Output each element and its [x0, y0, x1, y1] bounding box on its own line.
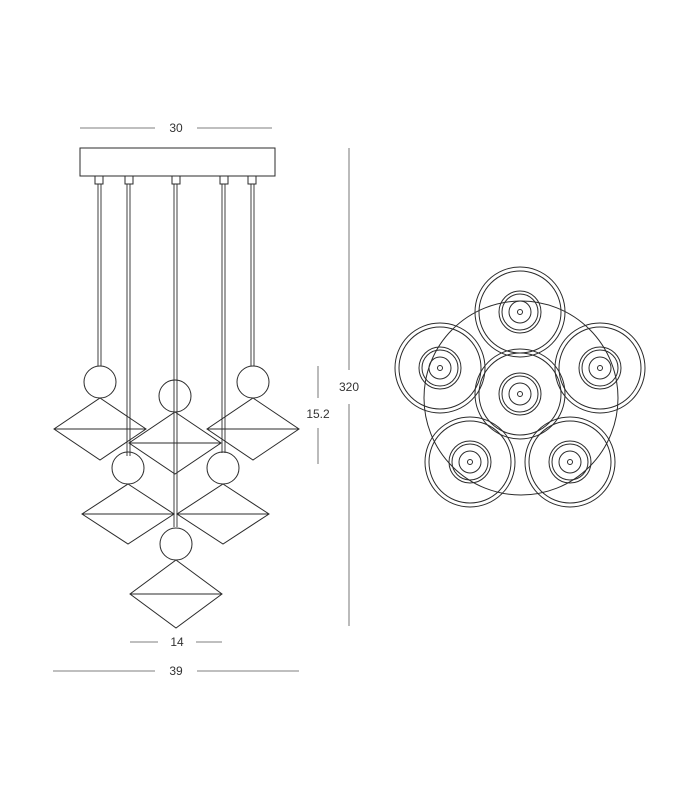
pendant-4	[81, 451, 175, 545]
plan-shade-right	[554, 322, 646, 414]
dim-overall-width: 39	[169, 664, 183, 678]
dim-overall-height: 320	[339, 380, 359, 394]
pendant-3	[128, 379, 222, 475]
dim-shade-height: 15.2	[306, 407, 330, 421]
plan-view	[394, 266, 646, 508]
dimension-lines	[53, 127, 350, 672]
dim-shade-width: 14	[170, 635, 184, 649]
ceiling-canopy	[79, 147, 276, 177]
plan-shade-left	[394, 322, 486, 414]
front-elevation	[53, 147, 300, 629]
pendant-1	[53, 365, 147, 461]
dim-canopy-width: 30	[169, 121, 183, 135]
pendant-5	[176, 451, 270, 545]
cord-grips	[94, 175, 257, 185]
plan-shade-bottom-left	[424, 416, 516, 508]
plan-shade-bottom-right	[524, 416, 616, 508]
suspension-cords	[97, 184, 255, 527]
pendant-6	[129, 527, 223, 629]
plan-shade-top	[474, 266, 566, 358]
pendant-2	[206, 365, 300, 461]
plan-shade-center	[474, 348, 566, 440]
